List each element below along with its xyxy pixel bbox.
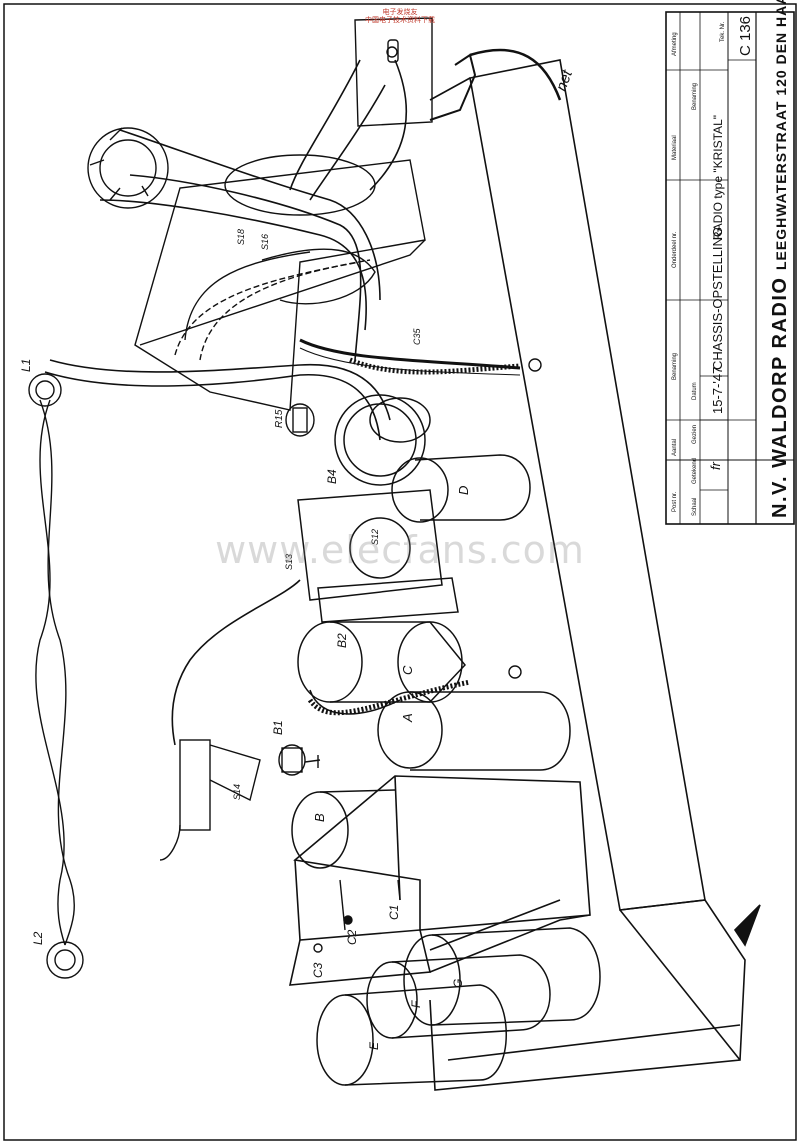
hdr-benaming-2: Benaming — [692, 83, 698, 110]
hdr-schaal: Schaal — [692, 498, 698, 516]
capacitor-a — [377, 691, 571, 771]
tuning-box — [297, 489, 459, 623]
hdr-getekend: Getekend — [692, 458, 698, 484]
label-s18: S18 — [236, 229, 246, 245]
watermark: www.elecfans.com — [215, 528, 585, 572]
speaker-b4 — [334, 394, 431, 486]
company-address: LEEGHWATERSTRAAT 120 DEN HAAG — [773, 0, 789, 270]
hdr-gezien: Gezien — [692, 425, 698, 444]
hdr-benaming: Benaming — [672, 353, 678, 380]
capacitor-markers — [313, 879, 401, 953]
switch-s14 — [159, 579, 301, 861]
hdr-datum: Datum — [692, 382, 698, 400]
label-a: A — [400, 713, 415, 723]
output-transformer — [288, 775, 591, 986]
drawing-number: C 136 — [737, 16, 754, 56]
watermark-top: 电子发烧友 中国电子技术资料下载 — [340, 8, 460, 24]
tube-b1 — [278, 744, 321, 776]
datum-value: 15-7-'47 — [710, 367, 725, 414]
antenna-coil-l2 — [46, 941, 84, 979]
label-b: B — [312, 813, 327, 822]
hdr-materiaal: Materiaal — [672, 135, 678, 160]
label-b1: B1 — [271, 720, 285, 735]
capacitor-c — [297, 621, 466, 715]
title-block: Post nr. Aantal Benaming Onderdeel nr. M… — [665, 0, 795, 525]
hdr-aantal: Aantal — [672, 439, 678, 456]
label-s14: S14 — [232, 784, 242, 800]
label-c3: C3 — [311, 962, 325, 978]
component-labels: L1 L2 B1 B2 B4 A B C D E F G C1 C2 C3 C3… — [19, 229, 471, 1050]
capacitor-b — [291, 789, 396, 869]
label-e: E — [367, 1041, 381, 1050]
getekend-value: fr — [708, 461, 723, 470]
capacitor-e — [316, 984, 507, 1086]
type-value: RADIO type "KRISTAL" — [711, 115, 725, 240]
hdr-afmeting: Afmeting — [672, 32, 678, 56]
description-value: CHASSIS-OPSTELLING — [710, 227, 725, 370]
label-c2: C2 — [345, 929, 359, 945]
label-s16: S16 — [260, 234, 270, 250]
capacitor-d — [391, 454, 531, 523]
net-label: net — [553, 67, 576, 93]
company-name: N.V. WALDORP RADIO — [769, 277, 791, 518]
hdr-tek-nr: Tek. Nr. — [720, 21, 726, 42]
watermark-top-line2: 中国电子技术资料下载 — [365, 16, 435, 24]
label-s13: S13 — [284, 554, 294, 570]
watermark-top-line1: 电子发烧友 — [382, 8, 418, 16]
antenna-coil-l1 — [28, 373, 75, 946]
capacitor-f — [366, 954, 551, 1039]
label-l2: L2 — [31, 931, 45, 945]
mains-terminal — [354, 17, 562, 127]
label-d: D — [456, 486, 471, 495]
label-r15: R15 — [274, 409, 285, 428]
label-c35: C35 — [412, 327, 422, 345]
label-c1: C1 — [387, 905, 401, 920]
hdr-onderdeel: Onderdeel nr. — [672, 231, 678, 268]
label-f: F — [409, 1000, 423, 1008]
resistor-r15 — [285, 403, 315, 437]
label-s12: S12 — [370, 529, 380, 545]
hdr-post: Post nr. — [672, 491, 678, 512]
label-b2: B2 — [335, 633, 349, 648]
sheet-border — [3, 3, 797, 1141]
label-b4: B4 — [325, 469, 339, 484]
chassis-base — [429, 59, 761, 1091]
label-c: C — [400, 665, 415, 675]
wavechange-switch — [87, 127, 169, 209]
label-l1: L1 — [19, 359, 33, 372]
label-g: G — [451, 979, 465, 988]
wire-harness — [44, 59, 521, 441]
capacitor-g — [403, 927, 601, 1026]
braided-lead — [307, 357, 542, 716]
